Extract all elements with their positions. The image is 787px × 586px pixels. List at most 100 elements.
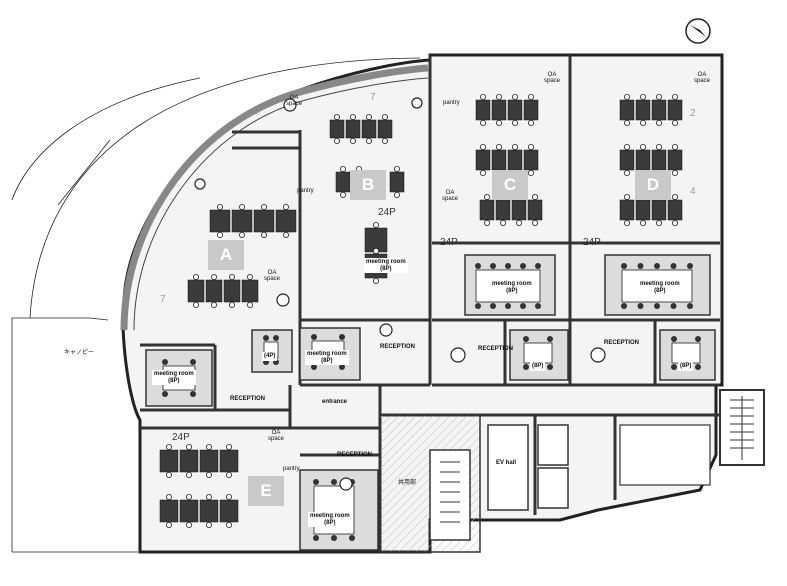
chair [339,191,346,198]
chair [479,120,486,127]
chair [185,443,192,450]
desk [199,449,219,473]
chair [672,193,679,200]
interior-walls [140,55,720,552]
chair [547,336,553,342]
capacity-e: 24P [172,432,190,443]
chair [656,143,663,150]
oa-space-label-c: OA space [544,72,561,85]
chair [228,273,235,280]
seat-count-2: 2 [690,108,696,119]
chair [695,364,701,370]
chair [331,535,337,541]
chair [495,94,502,101]
chair [670,263,677,269]
chair [185,471,192,478]
reception-left: RECEPTION [230,396,266,402]
desk [361,119,377,139]
desk [377,119,393,139]
chair [260,231,267,238]
chair [162,359,168,365]
chair [687,303,693,309]
meeting-room-c: meeting room (8P) [490,280,534,296]
desk [491,149,507,171]
chair [165,443,172,450]
chair [532,219,539,226]
chair [311,364,317,370]
chair [495,120,502,127]
chair [165,471,172,478]
desk [523,99,539,121]
chair [238,203,245,210]
desk [179,449,199,473]
entrance-label: entrance [322,399,348,405]
chair [216,203,223,210]
chair [505,263,511,269]
chair [532,193,539,200]
chair [520,303,526,309]
chair [512,143,519,150]
chair [205,522,212,529]
chair [210,301,217,308]
chair [624,94,631,101]
chair [670,303,677,309]
zone-b-label: B [350,170,386,200]
chair [192,273,199,280]
chair [687,263,693,269]
chair [313,535,319,541]
desk [187,279,205,303]
chair [372,277,379,284]
capacity-b: 24P [378,207,396,218]
meeting-room-b: meeting room (8P) [364,258,408,274]
chair [528,94,535,101]
desk [223,279,241,303]
desk-groups [159,94,701,541]
zone-d-label: D [635,170,671,200]
desk [667,149,683,171]
capacity-d: 24P [583,237,601,248]
chair [372,221,379,228]
chair [393,165,400,172]
chair [282,203,289,210]
chair [656,94,663,101]
desk [619,199,635,221]
meeting-room-e: meeting room (8P) [308,512,352,528]
chair [672,169,679,176]
desk [475,99,491,121]
chair [225,522,232,529]
desk [651,149,667,171]
desk [635,149,651,171]
pantry-label-e: pantry [283,466,300,472]
desk [179,499,199,523]
chair [490,263,496,269]
desk [199,499,219,523]
oa-space-label-b: OA space [286,95,303,108]
chair [282,231,289,238]
chair [671,336,677,342]
pantry-label-c: pantry [443,100,460,106]
desk [475,149,491,171]
reception-e: RECEPTION [337,452,373,458]
round-tables [194,97,606,491]
chair [523,336,529,342]
desk [159,449,179,473]
chair [520,263,526,269]
chair [190,391,196,397]
chair [238,231,245,238]
chair [640,219,647,226]
desk [635,199,651,221]
chair [528,143,535,150]
chair [621,303,627,309]
chair [672,143,679,150]
chair [640,120,647,127]
seat-count-4: 4 [690,186,696,197]
desk [329,119,345,139]
chair [656,120,663,127]
chair [210,273,217,280]
desk [507,99,523,121]
oa-space-label-bb: OA space [442,190,459,203]
desk [253,209,275,233]
chair [479,169,486,176]
chair [225,471,232,478]
desk [527,199,543,221]
